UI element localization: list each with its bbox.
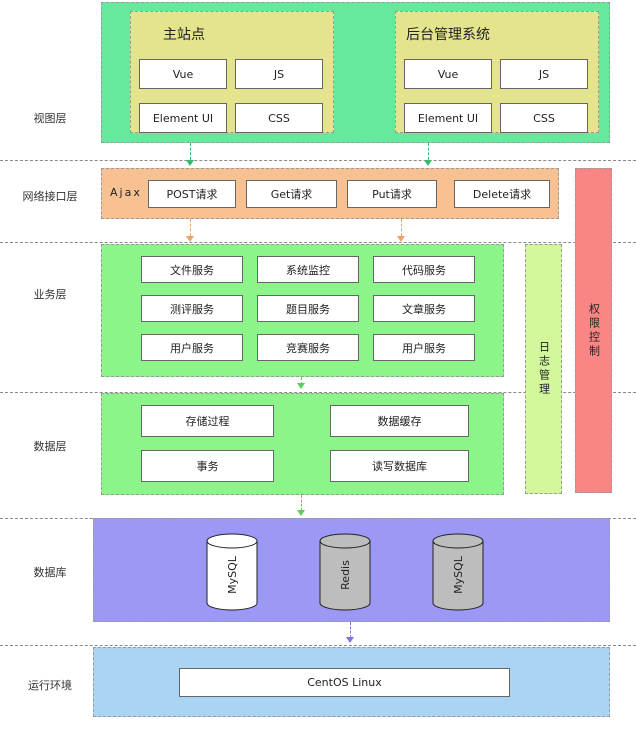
service-evaluation: 测评服务 [141,295,243,322]
row-label-business: 业务层 [33,288,67,301]
arrow-data-database [301,495,302,511]
log-management: 日志管理 [525,244,562,494]
service-user-1: 用户服务 [141,334,243,361]
arrowhead-view-network-2 [424,160,432,166]
service-contest: 竞赛服务 [257,334,359,361]
row-label-data: 数据层 [33,440,67,453]
db-label-mysql-2: MySQL [452,555,465,594]
log-management-label: 日志管理 [537,341,551,397]
post-request: POST请求 [148,180,236,208]
ajax-label: Ajax [110,186,142,199]
admin-title: 后台管理系统 [406,27,490,43]
admin-panel: 后台管理系统 Vue JS Element UI CSS [395,11,599,133]
admin-css: CSS [500,103,588,133]
arrowhead-database-runtime [346,637,354,643]
arrow-database-runtime [350,622,351,638]
separator-3 [0,392,636,393]
service-user-2: 用户服务 [373,334,475,361]
delete-request: Delete请求 [454,180,550,208]
separator-5 [0,645,636,646]
main-site-title: 主站点 [163,27,205,43]
service-article: 文章服务 [373,295,475,322]
business-layer: 文件服务 系统监控 代码服务 测评服务 题目服务 文章服务 用户服务 竞赛服务 … [101,244,504,377]
row-label-runtime: 运行环境 [28,679,72,692]
put-request: Put请求 [347,180,437,208]
network-layer: Ajax POST请求 Get请求 Put请求 Delete请求 [101,168,559,219]
admin-vue: Vue [404,59,492,89]
arrow-business-data [301,377,302,385]
view-layer: 主站点 Vue JS Element UI CSS 后台管理系统 Vue JS … [101,2,610,143]
separator-1 [0,160,636,161]
service-problem: 题目服务 [257,295,359,322]
arrow-network-business-2 [401,219,402,236]
db-cylinder-mysql-2: MySQL [432,533,484,611]
arrow-view-network-2 [428,143,429,160]
get-request: Get请求 [246,180,337,208]
service-monitor: 系统监控 [257,256,359,283]
separator-2 [0,242,636,243]
arrowhead-network-business-2 [397,236,405,242]
data-read-write-db: 读写数据库 [330,450,469,482]
data-stored-procedure: 存储过程 [141,405,274,437]
main-site-vue: Vue [139,59,227,89]
row-label-network: 网络接口层 [22,190,78,203]
row-label-database: 数据库 [33,566,67,579]
data-cache: 数据缓存 [330,405,469,437]
arrowhead-data-database [297,510,305,516]
main-site-element-ui: Element UI [139,103,227,133]
main-site-js: JS [235,59,323,89]
db-label-redis: Redis [339,560,352,590]
runtime-layer: CentOS Linux [93,647,610,717]
main-site-panel: 主站点 Vue JS Element UI CSS [130,11,334,133]
runtime-os: CentOS Linux [179,668,510,697]
permission-control-label: 权限控制 [587,302,601,359]
db-cylinder-mysql-1: MySQL [206,533,258,611]
admin-element-ui: Element UI [404,103,492,133]
arrowhead-business-data [297,383,305,389]
arrowhead-view-network-1 [186,160,194,166]
row-label-view: 视图层 [33,112,67,125]
arrow-view-network-1 [190,143,191,160]
data-transaction: 事务 [141,450,274,482]
data-layer: 存储过程 数据缓存 事务 读写数据库 [101,393,504,495]
main-site-css: CSS [235,103,323,133]
arrow-network-business-1 [190,219,191,236]
admin-js: JS [500,59,588,89]
service-code: 代码服务 [373,256,475,283]
db-cylinder-redis: Redis [319,533,371,611]
arrowhead-network-business-1 [186,236,194,242]
db-label-mysql-1: MySQL [226,555,239,594]
permission-control: 权限控制 [575,168,612,493]
service-file: 文件服务 [141,256,243,283]
